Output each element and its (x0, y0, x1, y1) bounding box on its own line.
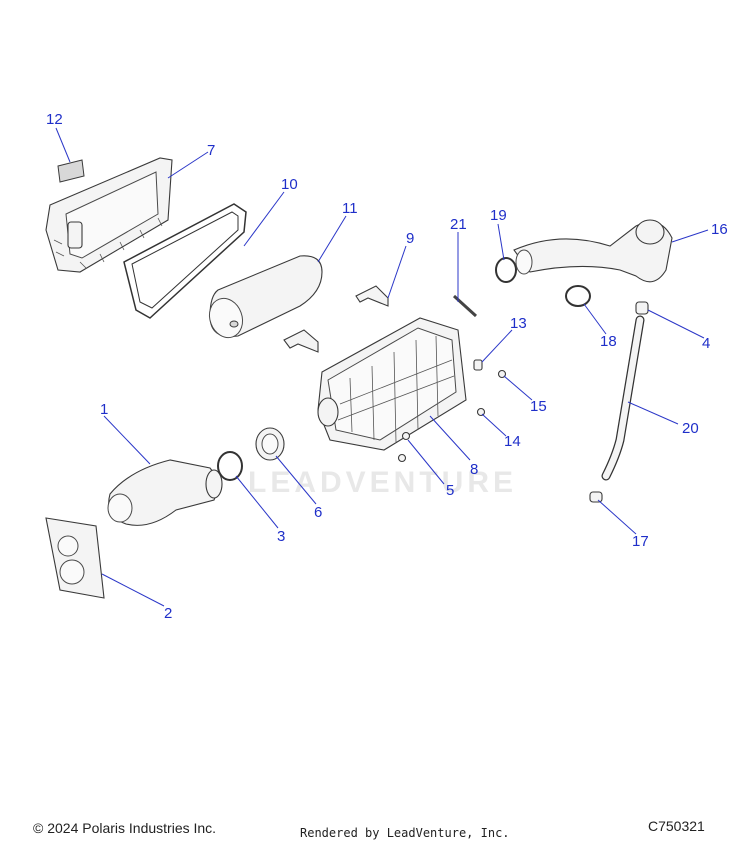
part-6-coupler[interactable] (255, 427, 285, 461)
callout-17[interactable]: 17 (632, 533, 649, 550)
part-1-intake-duct[interactable] (107, 459, 223, 526)
rendered-by-text: Rendered by LeadVenture, Inc. (300, 826, 510, 840)
part-8-airbox-housing[interactable] (317, 317, 467, 451)
part-14-screw[interactable] (476, 407, 486, 417)
callouts: 12 7 10 11 9 21 19 16 4 18 13 15 14 20 1… (46, 111, 728, 622)
part-11-air-filter[interactable] (204, 255, 323, 342)
callout-15[interactable]: 15 (530, 398, 547, 415)
leader-lines (55, 127, 709, 607)
callout-10[interactable]: 10 (281, 176, 298, 193)
part-17-clip[interactable] (589, 491, 603, 503)
part-19-clamp[interactable] (495, 257, 517, 283)
callout-6[interactable]: 6 (314, 504, 322, 521)
callout-13[interactable]: 13 (510, 315, 527, 332)
callout-20[interactable]: 20 (682, 420, 699, 437)
callout-5[interactable]: 5 (446, 482, 454, 499)
part-16-outlet-duct[interactable] (513, 219, 673, 283)
callout-1[interactable]: 1 (100, 401, 108, 418)
part-5-screws[interactable] (397, 431, 411, 463)
callout-8[interactable]: 8 (470, 461, 478, 478)
part-18-clamp[interactable] (565, 285, 591, 307)
copyright-text: © 2024 Polaris Industries Inc. (33, 820, 217, 836)
callout-12[interactable]: 12 (46, 111, 63, 128)
callout-9[interactable]: 9 (406, 230, 414, 247)
callout-14[interactable]: 14 (504, 433, 521, 450)
callout-2[interactable]: 2 (164, 605, 172, 622)
callout-16[interactable]: 16 (711, 221, 728, 238)
callout-4[interactable]: 4 (702, 335, 710, 352)
part-20-drain-hose[interactable] (601, 315, 645, 481)
part-13-clip[interactable] (473, 359, 483, 371)
part-15-screw[interactable] (497, 369, 507, 379)
callout-11[interactable]: 11 (342, 200, 358, 217)
callout-19[interactable]: 19 (490, 207, 507, 224)
callout-3[interactable]: 3 (277, 528, 285, 545)
part-4-cap[interactable] (635, 301, 649, 315)
part-2-seal-plate[interactable] (45, 517, 105, 599)
part-3-clamp[interactable] (217, 451, 243, 481)
part-12-label[interactable] (57, 159, 85, 183)
part-7-airbox-cover[interactable] (45, 157, 173, 273)
watermark-text: LEADVENTURE (248, 466, 517, 499)
part-21-strap[interactable] (452, 294, 478, 318)
callout-7[interactable]: 7 (207, 142, 215, 159)
callout-18[interactable]: 18 (600, 333, 617, 350)
part-9-brackets[interactable] (283, 285, 389, 353)
diagram-code: C750321 (648, 818, 705, 834)
callout-21[interactable]: 21 (450, 216, 467, 233)
part-10-gasket[interactable] (123, 203, 247, 319)
